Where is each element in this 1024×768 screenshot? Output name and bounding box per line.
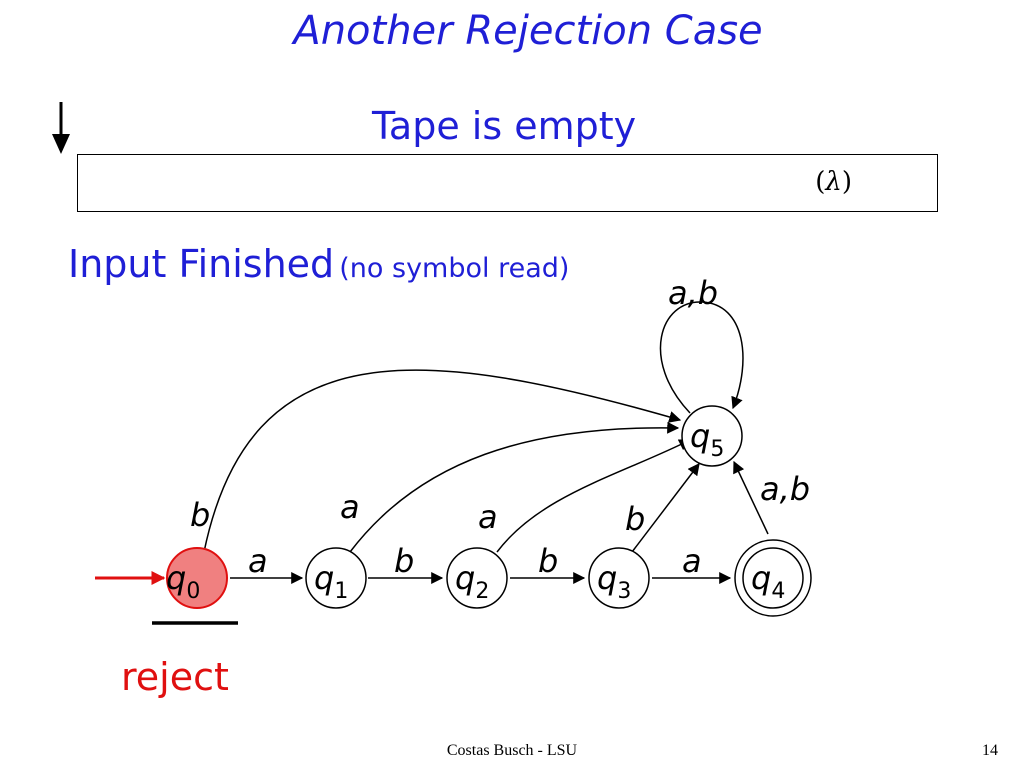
transition-q0-q5: [203, 369, 682, 553]
slide-title: Another Rejection Case: [293, 8, 763, 54]
label-q5-self-loop: a,b: [668, 274, 718, 312]
state-diagram: q0 q1 q2 q3 q4 q5 a b b a b a a b a,b a,…: [95, 274, 812, 699]
page-number: 14: [982, 742, 998, 759]
state-q5-label: q5: [690, 417, 724, 462]
no-symbol-note: (no symbol read): [339, 253, 570, 284]
tape-lambda-symbol: λ: [825, 167, 842, 197]
input-tape: (λ): [77, 154, 938, 212]
label-q0-q5: b: [190, 496, 210, 534]
state-q0-circle: [166, 547, 228, 609]
transition-q3-q5: [631, 463, 700, 553]
input-finished-label: Input Finished: [68, 242, 335, 286]
tape-head-arrow-icon: [52, 102, 70, 154]
label-q2-q3: b: [538, 542, 558, 580]
state-q2-circle: [446, 547, 508, 609]
reject-label: reject: [121, 655, 229, 699]
state-q5-circle: [681, 405, 743, 467]
transition-q2-q5: [496, 439, 692, 553]
footer-author: Costas Busch - LSU: [446, 742, 578, 759]
transition-q4-q5: [733, 460, 769, 535]
state-q4-label: q4: [751, 559, 785, 604]
tape-open-paren: (: [815, 167, 826, 197]
transition-q1-q5: [349, 421, 680, 553]
state-q3-circle: [588, 547, 650, 609]
input-status: Input Finished (no symbol read): [68, 242, 569, 286]
label-q3-q4: a: [682, 542, 702, 580]
label-q2-q5: a: [478, 498, 498, 536]
label-q0-q1: a: [248, 542, 268, 580]
state-q4-inner-circle: [742, 547, 804, 609]
state-q2-label: q2: [455, 559, 489, 604]
state-q1-label: q1: [314, 559, 348, 604]
state-q0-label: q0: [166, 559, 200, 604]
state-q3-label: q3: [597, 559, 631, 604]
tape-content: (λ): [78, 167, 852, 197]
tape-caption: Tape is empty: [372, 104, 637, 148]
transition-q5-self-loop: [659, 301, 744, 414]
label-q1-q5: a: [340, 488, 360, 526]
state-q1-circle: [305, 547, 367, 609]
label-q4-q5: a,b: [760, 470, 810, 508]
label-q1-q2: b: [394, 542, 414, 580]
label-q3-q5: b: [625, 500, 645, 538]
tape-close-paren: ): [841, 167, 852, 197]
